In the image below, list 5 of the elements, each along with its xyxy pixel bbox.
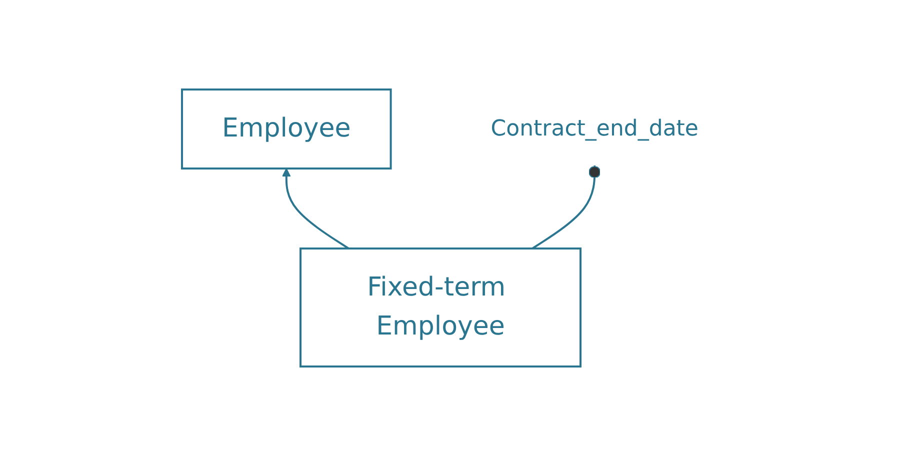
- arrow: [282, 168, 350, 250]
- node-box: Fixed-term Employee: [300, 248, 582, 368]
- connector: [532, 166, 601, 250]
- node-box: Employee: [181, 88, 392, 170]
- node-text: Contract_end_date: [491, 116, 699, 142]
